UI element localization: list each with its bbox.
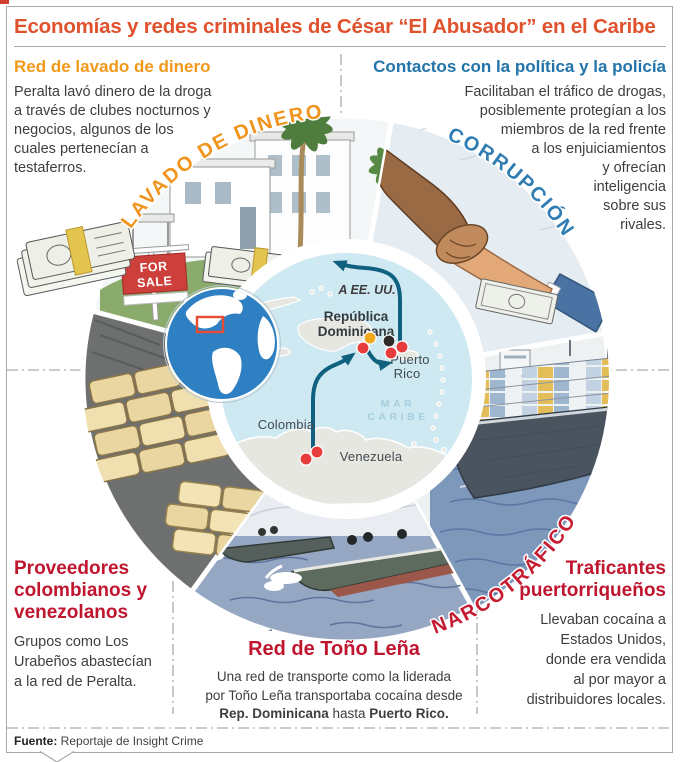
boat-front [264,529,470,597]
map-marker-black [382,334,396,348]
globe-icon [163,285,281,403]
bribe-money-icon [475,278,559,325]
bold-rep-dominicana: Rep. Dominicana [219,706,329,721]
section-traficantes: Traficantes puertorriqueños Llevaban coc… [496,558,666,710]
map-marker-red [395,340,409,354]
globe-highlight-rect [195,315,225,334]
body-line: a través de clubes nocturnos y [14,103,211,119]
page-title: Economías y redes criminales de César “E… [14,15,656,38]
map-south-america [221,426,465,505]
tono-lena-heading: Red de Toño Leña [248,638,420,660]
body-line: Facilitaban el tráfico de drogas, [464,84,667,100]
body-line: distribuidores locales. [526,692,666,708]
map-label-dominicana: Dominicana [318,324,395,339]
map-label-to-us: A EE. UU. [337,283,395,297]
frame-notch [39,750,75,762]
map-label-mar: MAR [381,398,415,410]
source-label: Fuente: [14,734,58,748]
map-label-caribe: CARIBE [367,411,428,423]
body-line: cuales pertenecían a [14,141,149,157]
map-marker-red [310,445,324,459]
body-line: Urabeños abastecían [14,654,152,670]
map-marker-red [299,452,313,466]
source-note: Fuente: Reportaje de Insight Crime [14,734,203,748]
body-line: a los enjuiciamientos [531,141,666,157]
body-line: Peralta lavó dinero de la droga [14,84,212,100]
body-line: Rep. Dominicana hasta Puerto Rico. [190,705,478,724]
map-label-colombia: Colombia [258,417,315,432]
body-line: y ofrecían [602,160,666,176]
map-label-venezuela: Venezuela [340,449,403,464]
section-lavado: Red de lavado de dinero Peralta lavó din… [14,57,254,178]
route-arrow-pr-us [332,260,402,351]
for-sale-sign: FOR SALE [117,244,190,321]
map-markers [299,331,409,466]
body-line: Una red de transporte como la liderada [216,669,452,684]
route-arrows [311,260,402,449]
body-line: Llevaban cocaína a [540,612,666,628]
map-marker-orange [363,331,377,345]
for-sale-line1: FOR [139,259,168,275]
map-marker-red [356,341,370,355]
for-sale-line2: SALE [137,274,173,290]
money-stacks-icon [16,221,286,297]
handshake-illustration [369,120,605,334]
map-label-republica: República [324,309,389,324]
body-line: inteligencia [593,179,666,195]
contactos-heading: Contactos con la política y la policía [373,57,666,76]
map-marker-red [384,346,398,360]
body-line: por Toño Leña transportaba cocaína desde [205,687,463,703]
map-label-puerto: Puerto [390,352,430,367]
title-rule [14,46,666,47]
frame-border [6,6,673,753]
body-line: a la red de Peralta. [14,674,137,690]
source-text: Reportaje de Insight Crime [57,734,204,748]
body-line: al por mayor a [573,672,666,688]
bold-puerto-rico: Puerto Rico. [369,706,449,721]
route-arrow-rd-pr [366,349,393,371]
body-line: sobre sus [603,198,666,214]
map-label-rico: Rico [394,366,421,381]
body-line: miembros de la red frente [500,122,666,138]
body-line: testaferros. [14,160,87,176]
section-contactos: Contactos con la política y la policía F… [350,57,666,235]
body-text: hasta [328,706,370,721]
traficantes-heading: Traficantes puertorriqueños [519,558,666,601]
proveedores-heading: Proveedores colombianos y venezolanos [14,558,148,623]
lavado-heading: Red de lavado de dinero [14,57,211,76]
body-line: Estados Unidos, [560,632,666,648]
section-tono-lena: Red de Toño Leña Una red de transporte c… [190,638,478,724]
corner-mark [0,0,9,4]
body-line: posiblemente protegían a los [479,103,666,119]
body-line: negocios, algunos de los [14,122,174,138]
section-proveedores: Proveedores colombianos y venezolanos Gr… [14,558,172,692]
route-arrow-colombia-rd [311,352,356,449]
body-line: Grupos como Los [14,634,129,650]
body-line: donde era vendida [545,652,666,668]
body-line: rivales. [620,217,666,233]
